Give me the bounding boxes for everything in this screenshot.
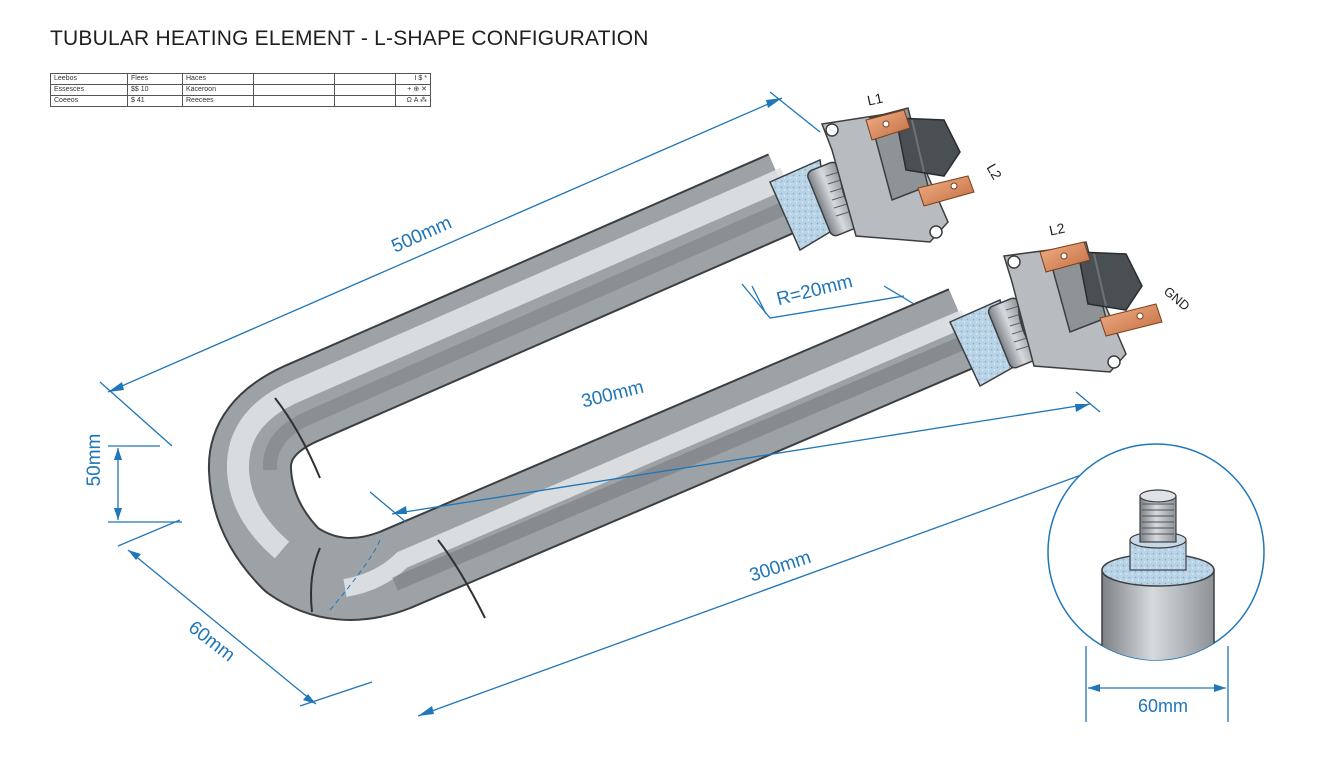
dimension-label-50: 50mm — [84, 434, 105, 487]
dimension-label-300-inner: 300mm — [579, 377, 646, 413]
terminal-label-l1: L1 — [866, 90, 885, 109]
upper-terminal-fitting — [769, 107, 975, 252]
diagram-title: TUBULAR HEATING ELEMENT - L-SHAPE CONFIG… — [50, 27, 649, 50]
tube-seams — [274, 397, 486, 619]
lower-terminal-fitting — [948, 241, 1163, 388]
legend-table: Leebos Flees Haces I $ * Essesces $$ 10 … — [50, 73, 431, 107]
legend-cell: I $ * — [395, 73, 431, 85]
dimension-label-500: 500mm — [389, 212, 455, 257]
detail-view — [1047, 443, 1265, 722]
dimension-label-radius: R=20mm — [774, 271, 854, 310]
legend-row: Coeeos $ 41 Reecees Ω A ⁂ — [50, 95, 431, 107]
legend-cell: $ 41 — [127, 95, 183, 107]
dimension-label-300-bottom: 300mm — [747, 547, 814, 587]
terminal-label-l2-upper: L2 — [984, 161, 1006, 183]
terminal-label-l2-lower: L2 — [1048, 220, 1067, 239]
detail-dimension-label: 60mm — [1138, 696, 1188, 716]
dimension-label-60: 60mm — [184, 617, 239, 666]
legend-cell: Ω A ⁂ — [395, 95, 431, 107]
tube-body — [208, 153, 982, 621]
terminal-label-gnd: GND — [1161, 284, 1193, 314]
bend-centerline — [329, 539, 381, 611]
dimension-lines — [99, 91, 1107, 717]
